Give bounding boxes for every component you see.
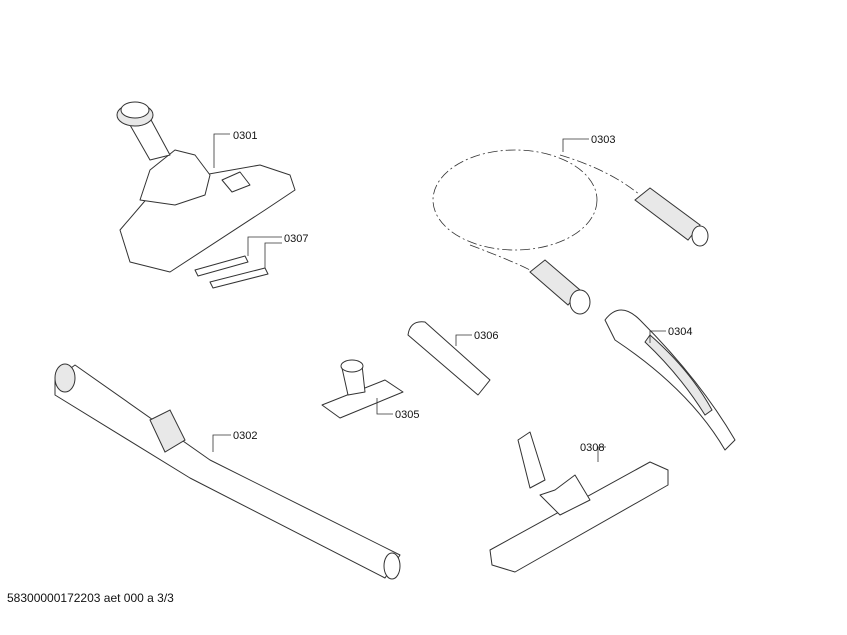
label-0304: 0304	[668, 326, 692, 338]
part-0305-upholstery-nozzle[interactable]	[321, 359, 404, 419]
leader-lines	[212, 133, 666, 462]
part-0307-strips[interactable]	[194, 255, 269, 289]
label-0305: 0305	[395, 409, 419, 421]
part-0304-handle[interactable]	[604, 309, 736, 451]
label-0307: 0307	[284, 233, 308, 245]
part-0302-tube[interactable]	[54, 363, 401, 580]
label-0301: 0301	[233, 130, 257, 142]
part-0301-floor-nozzle[interactable]	[116, 101, 296, 273]
part-0308-parquet-nozzle[interactable]	[489, 431, 669, 573]
label-0306: 0306	[474, 330, 498, 342]
label-0303: 0303	[591, 134, 615, 146]
label-0302: 0302	[233, 430, 257, 442]
part-0303-hose[interactable]	[432, 149, 709, 315]
document-footer-code: 58300000172203 aet 000 a 3/3	[7, 591, 174, 605]
part-0306-crevice-tool[interactable]	[407, 321, 491, 396]
label-0308: 0308	[580, 442, 604, 454]
